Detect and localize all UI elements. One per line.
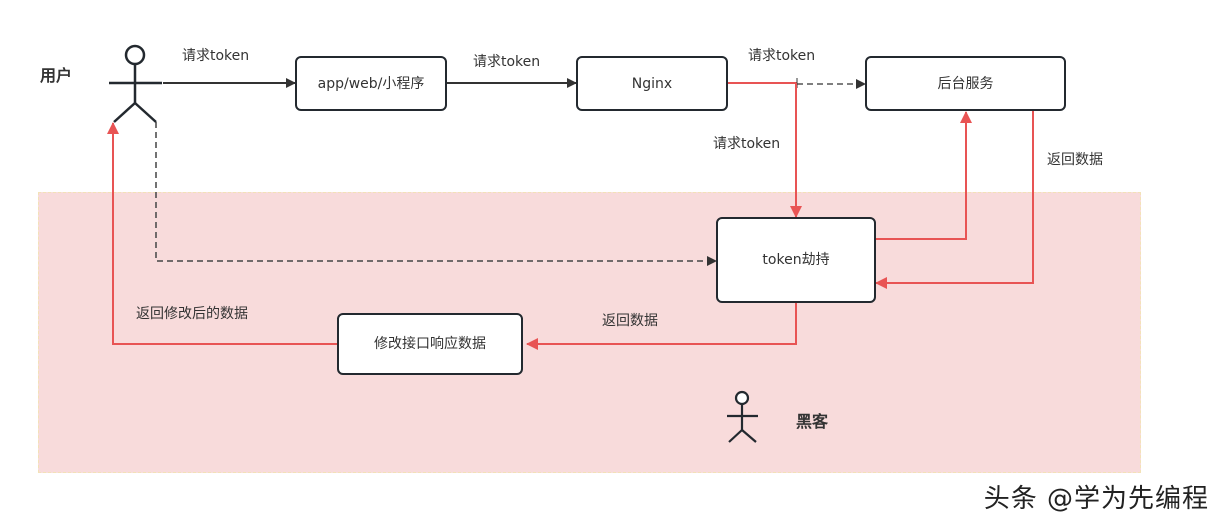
edge-label-nginx-to-backend: 请求token	[748, 48, 816, 64]
edge-hijack-to-backend	[875, 111, 972, 240]
modify-node[interactable]: 修改接口响应数据	[337, 313, 523, 375]
backend-node-label: 后台服务	[937, 75, 994, 92]
edge-hijack-to-modify	[526, 302, 797, 350]
watermark: 头条 @学为先编程	[983, 484, 1209, 514]
client-node-label: app/web/小程序	[317, 75, 425, 92]
nginx-node[interactable]: Nginx	[576, 56, 728, 111]
user-label: 用户	[40, 66, 73, 85]
client-node[interactable]: app/web/小程序	[295, 56, 447, 111]
backend-node[interactable]: 后台服务	[865, 56, 1066, 111]
hijack-node[interactable]: token劫持	[716, 217, 876, 303]
user-actor-icon	[109, 44, 162, 123]
hijack-node-label: token劫持	[762, 252, 830, 268]
hacker-label: 黑客	[796, 412, 829, 431]
edge-label-modify-to-user: 返回修改后的数据	[136, 306, 248, 322]
edge-modify-to-user	[107, 122, 337, 345]
edge-label-nginx-to-hijack: 请求token	[713, 136, 781, 152]
edge-user-to-hijack	[155, 122, 717, 266]
nginx-node-label: Nginx	[631, 75, 673, 92]
edge-backend-to-hijack	[875, 110, 1034, 289]
edge-label-backend-to-hijack: 返回数据	[1047, 152, 1103, 168]
edge-label-hijack-to-modify: 返回数据	[602, 313, 658, 329]
hacker-actor-icon	[727, 390, 758, 443]
modify-node-label: 修改接口响应数据	[374, 336, 486, 352]
edge-label-client-to-nginx: 请求token	[473, 54, 541, 70]
edge-label-user-to-client: 请求token	[182, 48, 250, 64]
